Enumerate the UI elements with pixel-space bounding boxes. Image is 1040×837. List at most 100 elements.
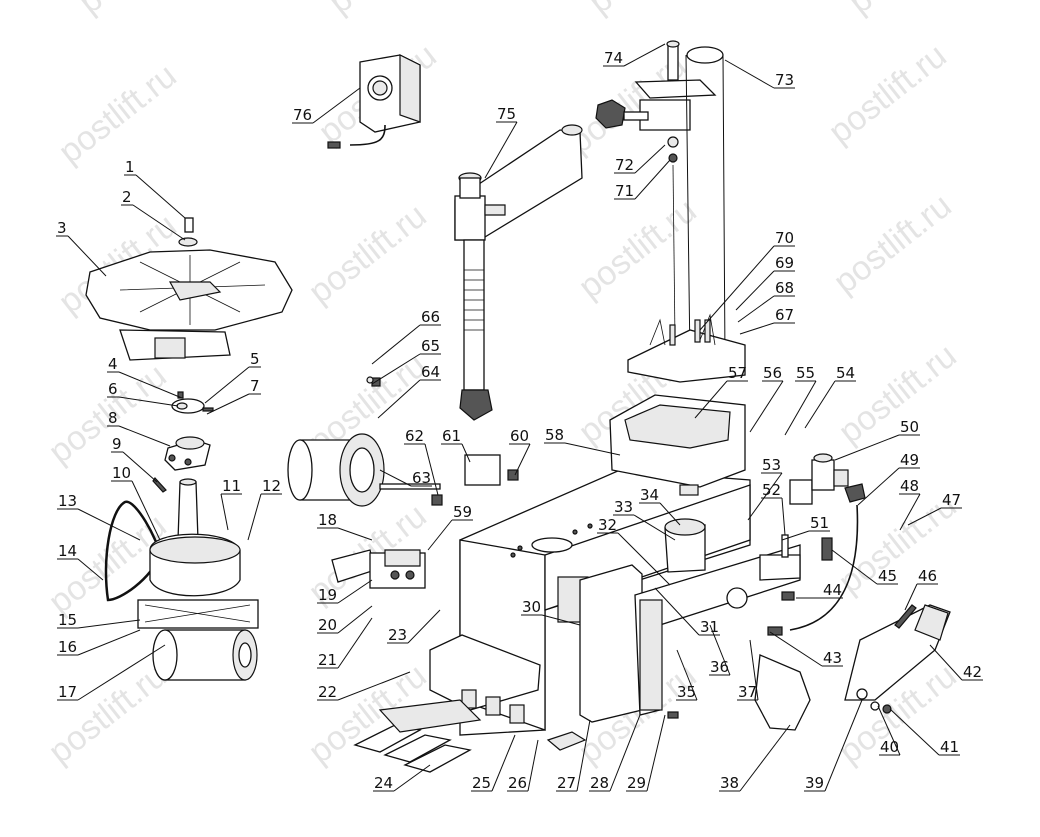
slide-plate-part	[634, 544, 801, 716]
callout-label-16: 16	[58, 638, 77, 656]
leader-line	[427, 519, 453, 551]
air-valve-part	[789, 453, 866, 505]
leader-line	[737, 295, 775, 323]
callout-label-36: 36	[710, 658, 729, 676]
callout-label-56: 56	[763, 364, 782, 382]
belt-part	[104, 500, 162, 602]
bead-arm-part	[844, 604, 951, 714]
motor-part	[152, 629, 258, 681]
callout-label-44: 44	[823, 581, 842, 599]
leader-line	[634, 159, 671, 200]
watermark-text: postlift.ru	[302, 196, 434, 311]
watermark-text: postlift.ru	[827, 186, 959, 301]
leader-line	[77, 619, 141, 629]
leader-line	[699, 245, 775, 331]
leader-line	[337, 605, 373, 634]
leader-line	[407, 609, 441, 644]
leader-line	[371, 353, 421, 385]
screw-part	[767, 626, 783, 636]
callout-label-72: 72	[615, 156, 634, 174]
spring-part	[821, 537, 833, 561]
callout-label-8: 8	[108, 409, 118, 427]
watermark-text: postlift.ru	[72, 0, 204, 21]
leader-line	[220, 493, 229, 531]
leader-line	[724, 59, 775, 89]
watermark-text: postlift.ru	[52, 56, 184, 171]
watermark-text: postlift.ru	[322, 0, 454, 21]
callout-label-9: 9	[112, 435, 122, 453]
callout-label-60: 60	[510, 427, 529, 445]
callout-label-27: 27	[557, 774, 576, 792]
callout-label-67: 67	[775, 306, 794, 324]
callout-label-55: 55	[796, 364, 815, 382]
leader-line	[379, 469, 412, 487]
leader-line	[824, 699, 863, 792]
leader-line	[804, 380, 836, 429]
callout-label-70: 70	[775, 229, 794, 247]
leader-line	[747, 472, 783, 521]
callout-label-46: 46	[918, 567, 937, 585]
callout-label-15: 15	[58, 611, 77, 629]
callout-label-43: 43	[823, 649, 842, 667]
leader-lines	[56, 43, 983, 792]
gauge-box-part	[327, 54, 421, 149]
leader-line	[831, 549, 878, 585]
callout-label-49: 49	[900, 451, 919, 469]
leader-line	[312, 87, 361, 124]
callout-label-51: 51	[810, 514, 829, 532]
leader-line	[659, 502, 681, 526]
leader-line	[889, 708, 940, 756]
cup-part	[664, 518, 706, 573]
callout-label-12: 12	[262, 477, 281, 495]
leader-line	[735, 270, 775, 311]
tool-arm-part	[454, 124, 583, 421]
leader-line	[634, 144, 666, 174]
callout-label-22: 22	[318, 683, 337, 701]
leader-line	[781, 497, 786, 536]
watermark-text: postlift.ru	[42, 656, 174, 771]
callout-label-74: 74	[604, 49, 623, 67]
leader-line	[834, 434, 900, 461]
callout-label-52: 52	[762, 481, 781, 499]
washer-part	[366, 376, 374, 384]
callout-label-50: 50	[900, 418, 919, 436]
turntable-part	[85, 217, 293, 361]
leader-line	[527, 739, 539, 792]
leader-line	[67, 235, 107, 277]
callout-label-7: 7	[250, 377, 260, 395]
leader-line	[769, 631, 823, 667]
leader-line	[617, 532, 671, 586]
column-part	[627, 54, 746, 383]
foot-part	[546, 731, 587, 751]
leader-line	[676, 649, 698, 701]
leader-line	[484, 121, 518, 179]
callout-label-48: 48	[900, 477, 919, 495]
callout-label-66: 66	[421, 308, 440, 326]
leader-line	[118, 371, 183, 399]
leader-line	[77, 644, 166, 701]
callout-label-29: 29	[627, 774, 646, 792]
leader-line	[929, 644, 963, 681]
hose-part	[789, 504, 859, 631]
leader-line	[206, 393, 250, 415]
leader-line	[491, 734, 516, 792]
leader-line	[337, 527, 373, 541]
leader-line	[576, 719, 591, 792]
callout-label-4: 4	[108, 355, 118, 373]
callout-label-31: 31	[700, 618, 719, 636]
leader-line	[784, 380, 817, 436]
leader-line	[633, 514, 676, 541]
leader-line	[857, 467, 900, 506]
arm-bracket-part	[759, 554, 801, 581]
callout-label-32: 32	[598, 516, 617, 534]
leader-line	[337, 671, 411, 701]
callout-label-71: 71	[615, 182, 634, 200]
callout-label-11: 11	[222, 477, 241, 495]
callout-label-54: 54	[836, 364, 855, 382]
leader-line	[131, 480, 161, 541]
callout-label-26: 26	[508, 774, 527, 792]
callout-label-1: 1	[125, 158, 135, 176]
watermark-text: postlift.ru	[822, 36, 954, 151]
leader-line	[337, 617, 373, 669]
